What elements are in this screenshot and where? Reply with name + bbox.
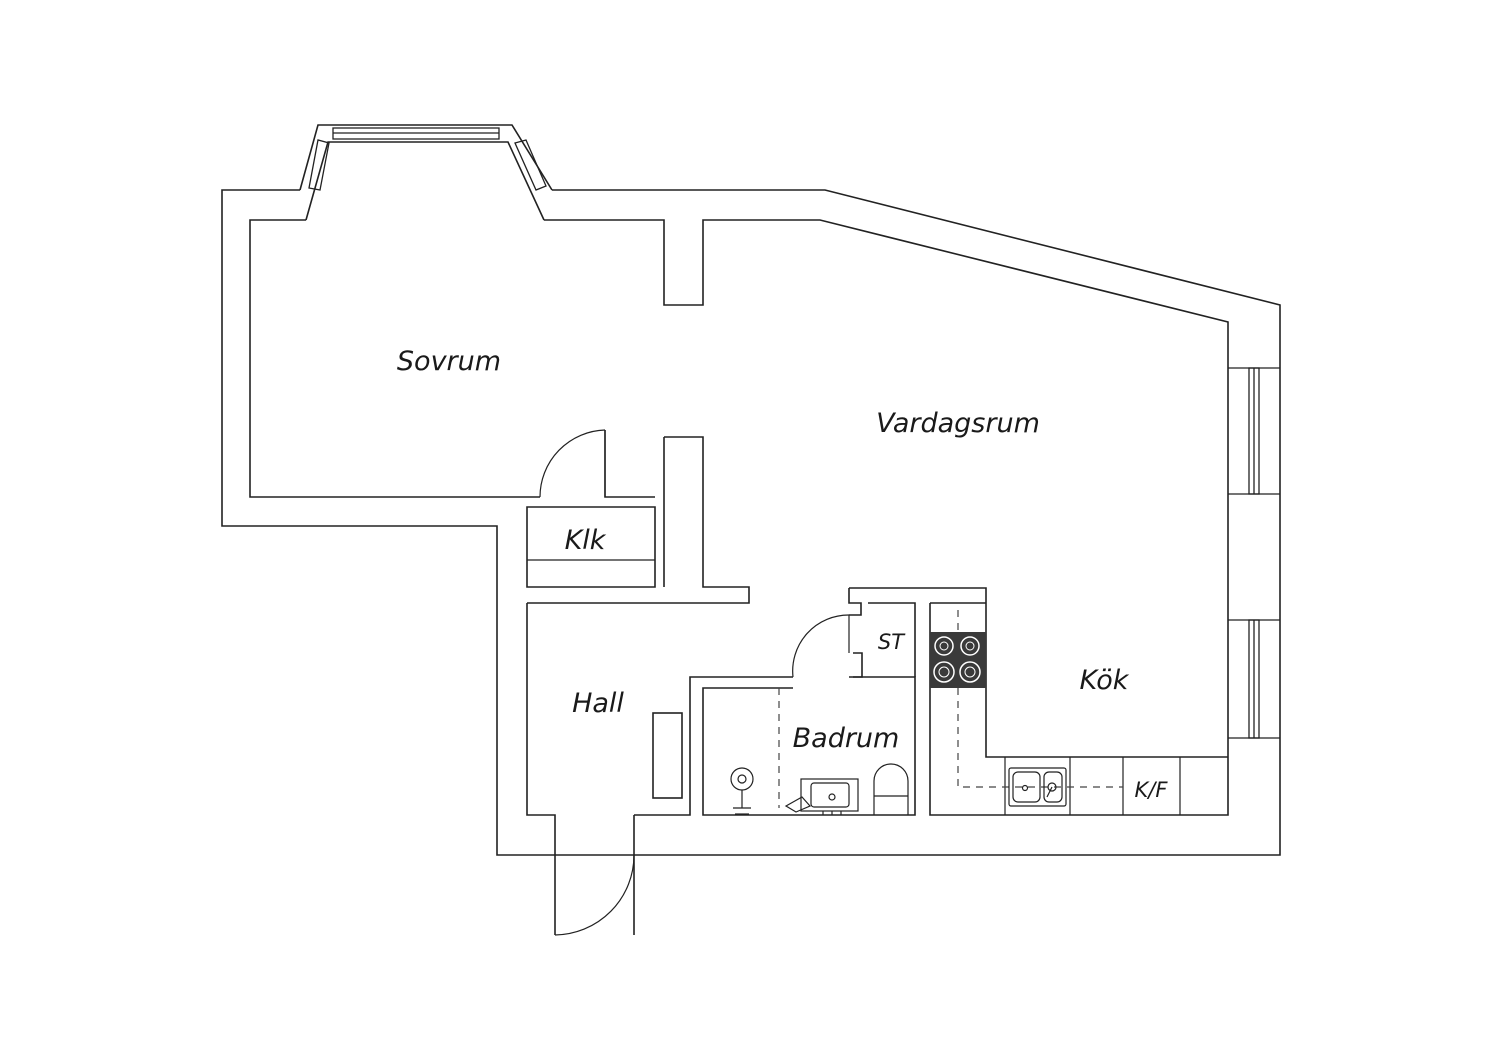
shower-icon [730, 767, 754, 815]
closet-walls [526, 430, 750, 604]
bay-window [299, 124, 553, 221]
room-label-hall: Hall [572, 688, 624, 719]
room-label-kf: K/F [1135, 778, 1169, 802]
hall-wardrobe [652, 712, 683, 799]
kitchen-sink-icon [1008, 767, 1067, 807]
toilet-icon [873, 763, 909, 815]
door-swings [539, 429, 850, 936]
outer-walls [221, 189, 1281, 935]
room-label-vardagsrum: Vardagsrum [876, 408, 1040, 439]
stove-icon [930, 632, 986, 688]
room-label-kok: Kök [1080, 665, 1130, 696]
room-label-sovrum: Sovrum [397, 346, 501, 377]
room-label-badrum: Badrum [793, 723, 900, 754]
room-label-klk: Klk [565, 525, 607, 556]
right-windows [1228, 367, 1280, 739]
room-label-st: ST [878, 630, 906, 654]
bathroom-sink-icon [784, 778, 859, 815]
